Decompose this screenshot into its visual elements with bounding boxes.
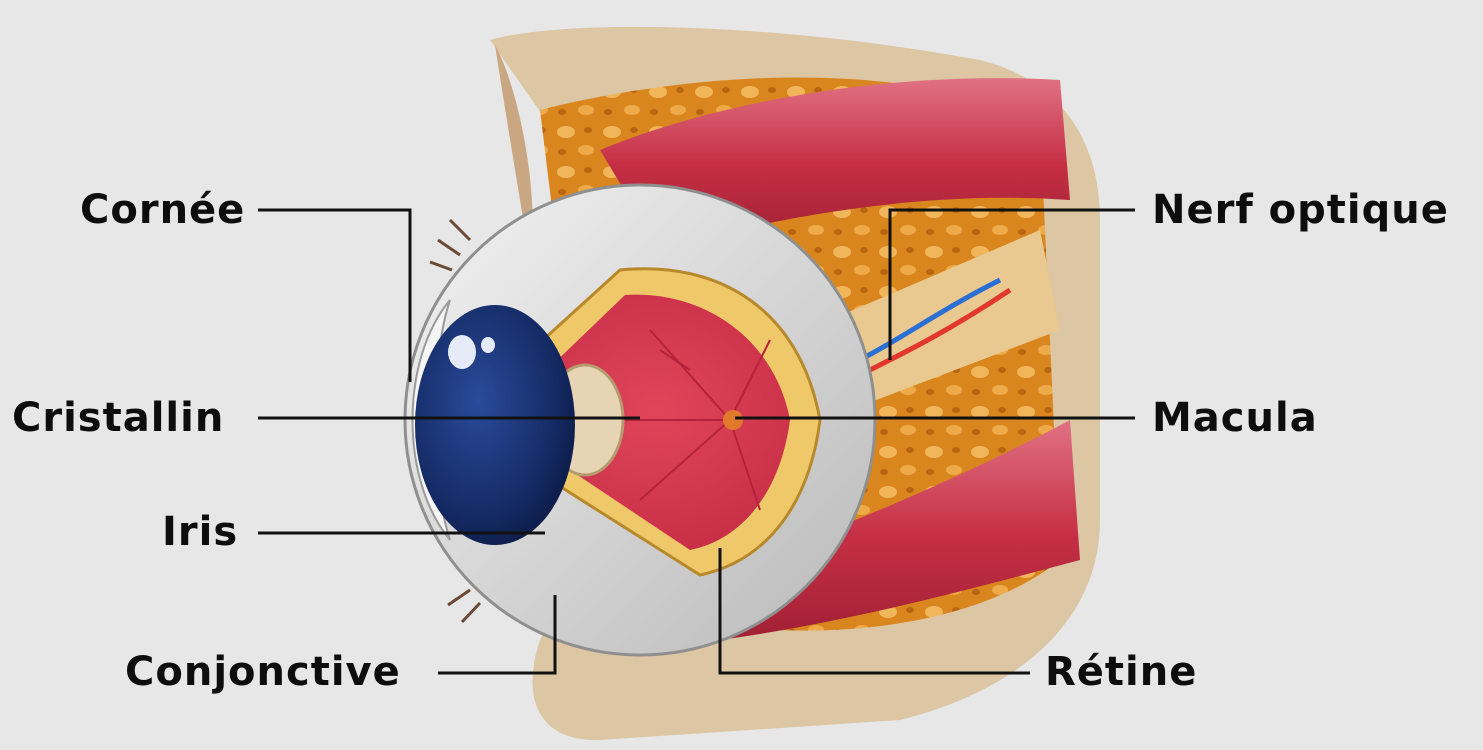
label-nerf-optique: Nerf optique	[1152, 190, 1449, 230]
label-cornee: Cornée	[80, 190, 245, 230]
iris-highlight-small	[481, 337, 495, 353]
iris-highlight	[448, 335, 476, 369]
macula-spot	[723, 410, 743, 430]
iris	[415, 305, 575, 545]
label-cristallin: Cristallin	[12, 398, 224, 438]
label-iris: Iris	[162, 512, 238, 552]
label-retine: Rétine	[1045, 652, 1197, 692]
label-conjonctive: Conjonctive	[125, 652, 401, 692]
label-macula: Macula	[1152, 398, 1318, 438]
